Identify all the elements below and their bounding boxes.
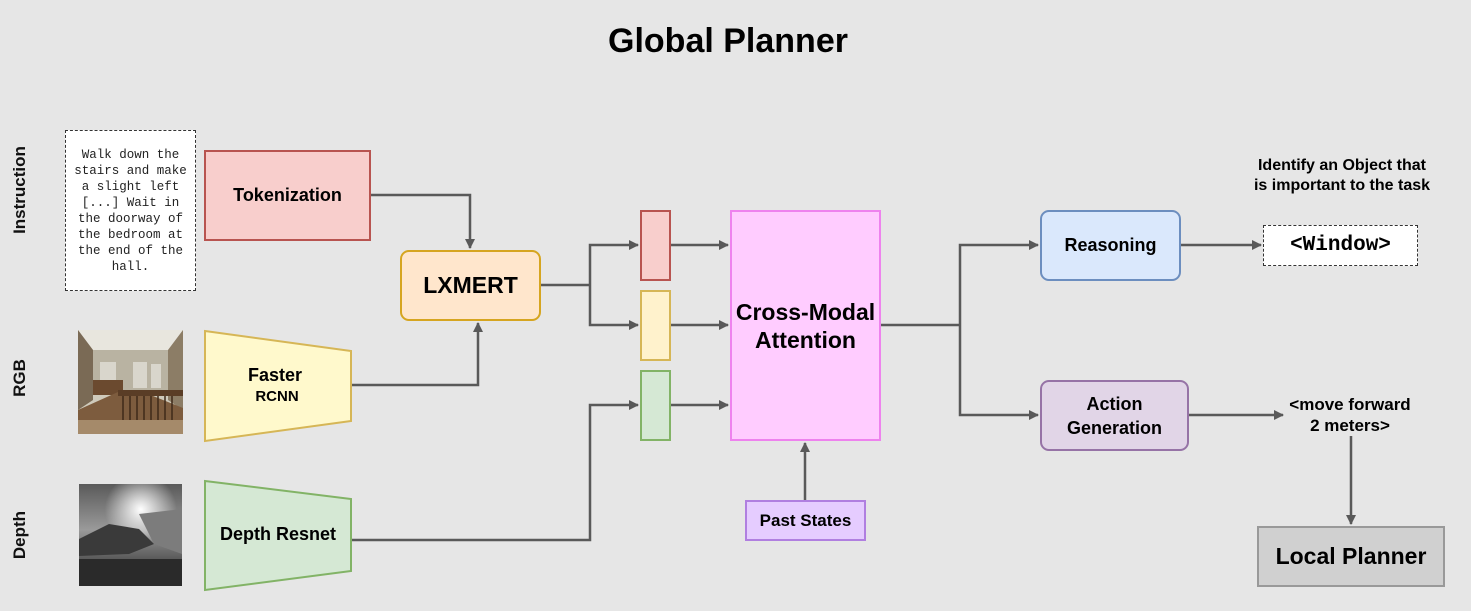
arrow-lxmert-vec2: [588, 285, 639, 330]
move-line-2: 2 meters>: [1310, 416, 1390, 435]
depth-feature-vector: [640, 370, 671, 441]
past-states-label: Past States: [759, 510, 852, 530]
local-planner-block: Local Planner: [1257, 526, 1445, 587]
row-label-instruction: Instruction: [10, 146, 29, 234]
lxmert-label: LXMERT: [423, 272, 518, 298]
faster-rcnn-label-2: RCNN: [255, 388, 299, 405]
cross-modal-attention-block: Cross-Modal Attention: [730, 210, 881, 441]
tokenization-block: Tokenization: [204, 150, 371, 241]
depth-resnet-block: [204, 479, 352, 592]
rgb-feature-vector: [640, 290, 671, 361]
cma-label-2: Attention: [755, 326, 856, 353]
row-label-rgb: RGB: [10, 359, 29, 397]
action-generation-block: Action Generation: [1040, 380, 1189, 451]
depth-image: [79, 484, 182, 586]
action-label-1: Action: [1086, 393, 1143, 414]
identify-line-1: Identify an Object that: [1257, 157, 1426, 174]
reasoning-block: Reasoning: [1040, 210, 1181, 281]
identify-object-caption: Identify an Object that is important to …: [1232, 156, 1452, 196]
move-output-caption: <move forward 2 meters>: [1262, 394, 1438, 436]
window-output-box: <Window>: [1263, 225, 1418, 266]
reasoning-label: Reasoning: [1064, 235, 1157, 255]
row-label-depth: Depth: [10, 510, 29, 560]
lxmert-block: LXMERT: [400, 250, 541, 321]
cma-label-1: Cross-Modal: [735, 298, 876, 325]
arrow-depth-vec3: [351, 400, 639, 542]
tokenization-label: Tokenization: [233, 185, 342, 205]
faster-rcnn-label-1: Faster: [247, 365, 303, 385]
depth-resnet-label: Depth Resnet: [219, 524, 336, 544]
instruction-text: Walk down the stairs and make a slight l…: [74, 147, 187, 274]
arrow-tokenization-lxmert: [371, 193, 475, 249]
local-planner-label: Local Planner: [1275, 543, 1427, 569]
identify-line-2: is important to the task: [1253, 177, 1431, 194]
move-line-1: <move forward: [1289, 395, 1411, 414]
arrow-cma-reasoning: [958, 240, 1039, 325]
instruction-text-box: Walk down the stairs and make a slight l…: [65, 130, 196, 291]
action-label-2: Generation: [1066, 417, 1163, 438]
arrow-cma-action: [958, 325, 1039, 420]
arrow-faster-lxmert: [351, 322, 483, 387]
arrow-lxmert-vec1: [588, 240, 639, 285]
past-states-block: Past States: [745, 500, 866, 541]
rgb-image: [78, 330, 183, 434]
diagram-title: Global Planner: [608, 22, 848, 60]
window-output: <Window>: [1290, 234, 1391, 257]
faster-rcnn-block: [204, 329, 352, 443]
language-feature-vector: [640, 210, 671, 281]
